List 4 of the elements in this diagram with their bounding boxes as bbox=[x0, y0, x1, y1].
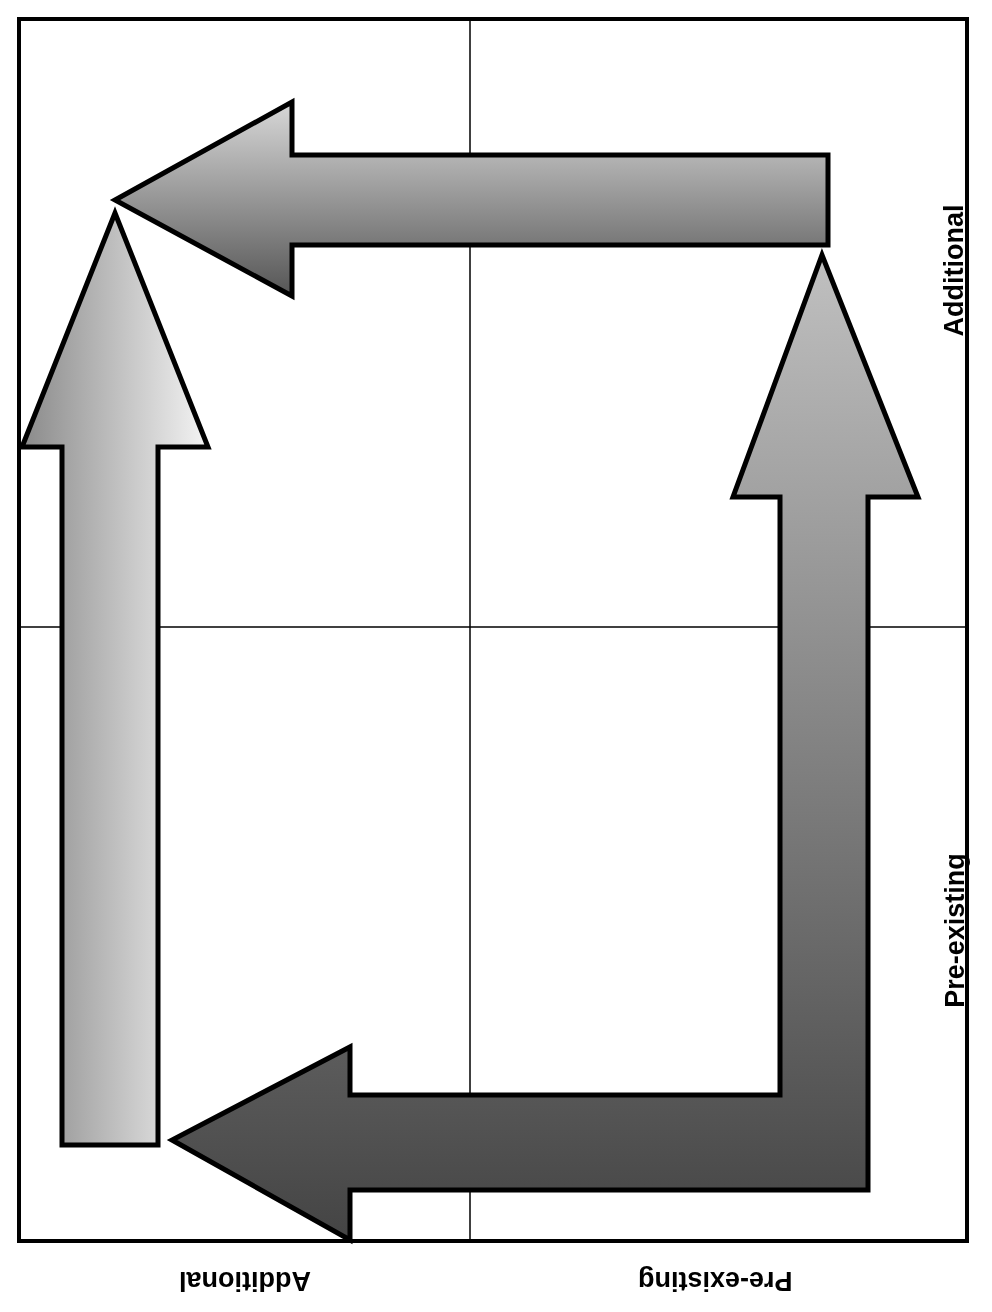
axis-label: Pre-existing bbox=[941, 852, 969, 1008]
axis-label: Additional bbox=[941, 204, 969, 336]
axis-label: Additional bbox=[179, 1266, 311, 1294]
axis-label: Pre-existing bbox=[637, 1266, 793, 1294]
